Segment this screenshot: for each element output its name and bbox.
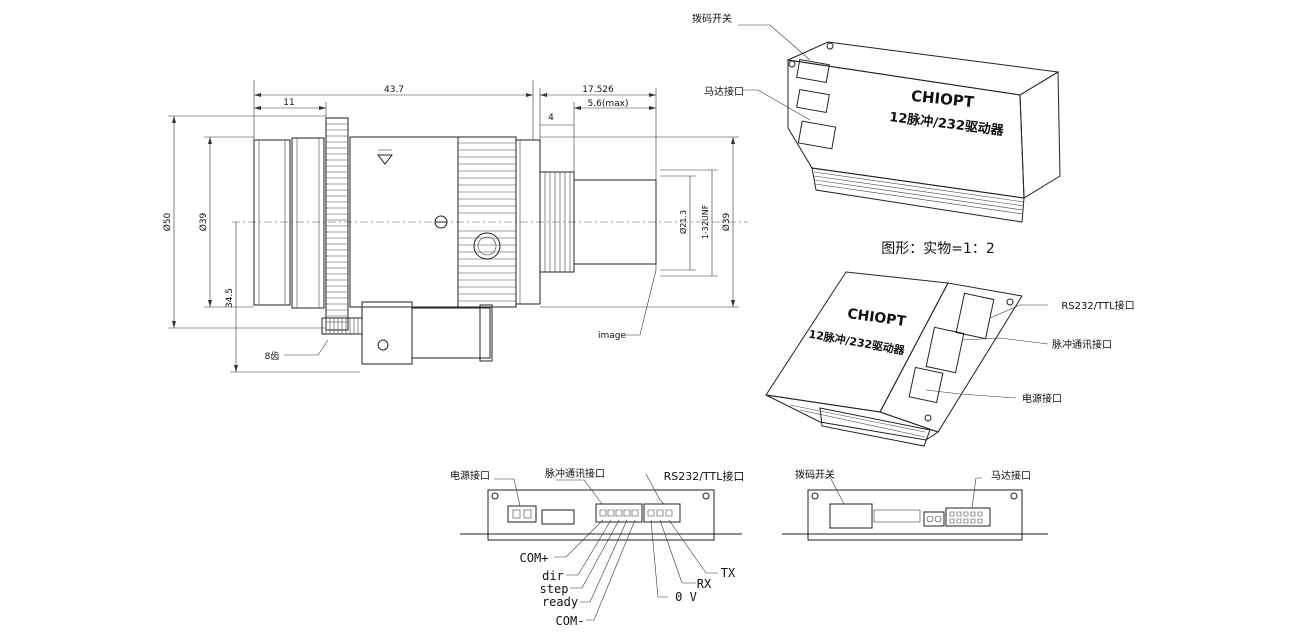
driver-iso-top: 拨码开关 马达接口 CHIOPT 12脉冲/232驱动器 [692,12,1061,223]
dim-front: 11 [283,98,294,108]
iso-model: 12脉冲/232驱动器 [888,109,1005,139]
dim-flange: 17.526 [582,85,614,95]
fv-pulse-label: 脉冲通讯接口 [545,467,605,480]
dia-outer: Ø50 [162,212,173,231]
pin-dir: dir [542,569,564,583]
pin-ready: ready [542,595,578,609]
back-panel [807,489,1023,535]
dia-right: Ø39 [721,212,732,231]
dia-mount: Ø21.3 [678,210,688,234]
pin-rx: RX [697,577,712,591]
scale-note: 图形：实物=1：2 [881,241,995,257]
pin-com-minus: COM- [556,614,585,628]
rs232-connector [643,503,681,523]
iso2-model: 12脉冲/232驱动器 [808,327,907,358]
gear-label: 8齿 [265,351,280,362]
focus-ring [291,137,325,309]
driver-front-view: 电源接口 脉冲通讯接口 RS232/TTL接口 COM+ dir step re… [450,467,744,628]
bv-dip-label: 拨码开关 [795,468,835,481]
dim-max: 5.6(max) [588,99,629,109]
power-connector [507,505,537,523]
iso2-pulse-label: 脉冲通讯接口 [1052,338,1112,351]
iso2-brand: CHIOPT [846,306,907,330]
pulse-connector [595,503,643,523]
index-mark [376,154,394,165]
gear-teeth [326,123,348,323]
dia-body: Ø39 [198,212,209,231]
aux-connector [541,509,575,525]
gear-ring [325,117,349,331]
pin-0v: 0 V [675,590,697,604]
dim-overall: 43.7 [384,85,404,95]
fv-rs232-label: RS232/TTL接口 [664,470,745,483]
iso-brand: CHIOPT [910,87,975,112]
dip-text-strip [873,509,921,523]
iso2-power-label: 电源接口 [1022,392,1062,405]
pin-com-plus: COM+ [520,551,549,565]
fv-power-label: 电源接口 [450,469,490,482]
front-barrel [253,139,291,306]
motor-body [411,307,491,359]
iso-motor-label: 马达接口 [704,85,744,98]
motor-connector [945,507,991,527]
lock-knob [473,232,501,260]
driver-iso-bottom: RS232/TTL接口 脉冲通讯接口 电源接口 CHIOPT 12脉冲/232驱… [765,271,1135,447]
front-panel [487,489,715,535]
dim-thread-len: 4 [548,113,554,123]
thread-spec: 1-32UNF [701,204,710,239]
lens-dimensions [168,80,739,373]
iso2-rs232-label: RS232/TTL接口 [1061,299,1134,312]
pin-step: step [540,582,569,596]
dip-switch [829,503,873,529]
bv-motor-label: 马达接口 [991,469,1031,482]
image-label: image [598,331,626,341]
pin-tx: TX [721,566,736,580]
motor-bracket [361,301,413,365]
iso-heat-sink [811,167,1025,223]
dia-offset: 34.5 [225,288,235,308]
iso2-heat-sink [819,407,931,447]
driver-back-view: 拨码开关 马达接口 [782,468,1048,541]
lens-drawing: 43.7 11 17.526 5.6(max) 4 Ø50 Ø39 34.5 Ø… [162,80,748,373]
iso-dip-label: 拨码开关 [692,12,732,25]
